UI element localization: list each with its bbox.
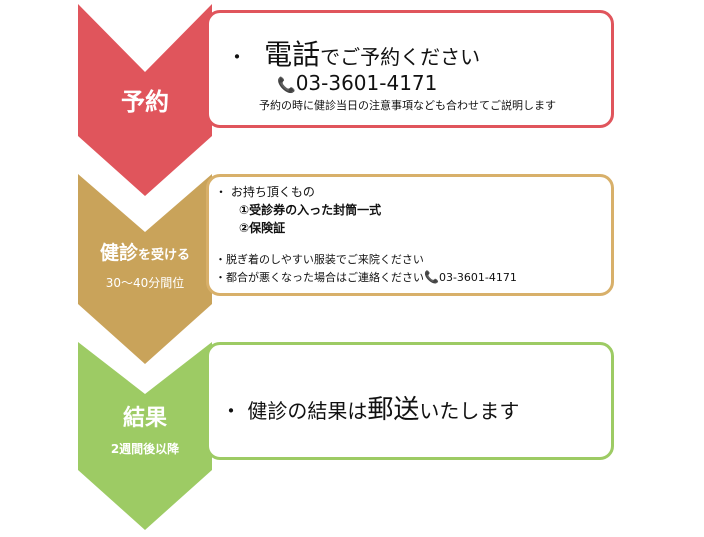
step-1-phone-number: 03-3601-4171: [295, 71, 438, 95]
step-2-chevron: 健診を受ける 30～40分間位: [78, 174, 212, 364]
telephone-icon: 📞: [277, 76, 296, 94]
step-3-text-suffix: いたします: [419, 399, 520, 423]
telephone-icon: 📞: [424, 270, 439, 284]
step-1-label: 予約: [121, 88, 169, 116]
step-2-items-title: ・ お持ち頂くもの: [215, 185, 315, 199]
step-3-text-big: 郵送: [367, 395, 420, 425]
step-1-title-big: 電話: [264, 38, 321, 71]
step-2-label-suffix: を受ける: [138, 248, 191, 263]
step-2-note-2-text: ・都合が悪くなった場合はご連絡ください: [215, 271, 424, 284]
step-1-title-small: でご予約ください: [320, 45, 481, 69]
step-3-duration: 2週間後以降: [110, 442, 180, 456]
step-2-duration: 30～40分間位: [105, 276, 185, 290]
step-2-item-1: ①受診券の入った封筒一式: [239, 203, 382, 217]
step-2-chevron-shape: [78, 174, 212, 364]
step-2-item-2: ②保険証: [239, 221, 286, 235]
step-1-bullet: ・: [227, 45, 247, 69]
step-3-text: ・ 健診の結果は郵送いたします: [221, 389, 519, 426]
step-3-label: 結果: [122, 406, 167, 431]
step-1-box: ・ 電話でご予約ください 📞03-3601-4171 予約の時に健診当日の注意事…: [206, 10, 614, 128]
step-2-label: 健診を受ける: [78, 242, 212, 265]
step-3-text-prefix: ・ 健診の結果は: [221, 399, 368, 423]
step-2-box: ・ お持ち頂くもの ①受診券の入った封筒一式 ②保険証 ・脱ぎ着のしやすい服装で…: [206, 174, 614, 296]
step-2-note-1: ・脱ぎ着のしやすい服装でご来院ください: [215, 253, 424, 266]
step-3-chevron-shape: [78, 342, 212, 530]
step-2-note-2: ・都合が悪くなった場合はご連絡ください📞03-3601-4171: [215, 269, 517, 285]
step-3-box: ・ 健診の結果は郵送いたします: [206, 342, 614, 460]
step-2-label-main: 健診: [99, 242, 138, 264]
step-1-chevron-shape: [78, 4, 212, 196]
step-1-chevron: 予約: [78, 4, 212, 196]
step-1-note: 予約の時に健診当日の注意事項なども合わせてご説明します: [259, 99, 556, 112]
step-1-title: ・ 電話でご予約ください: [227, 33, 480, 73]
step-3-chevron: 結果 2週間後以降: [78, 342, 212, 530]
step-1-phone: 📞03-3601-4171: [277, 71, 437, 95]
step-2-phone-number: 03-3601-4171: [438, 271, 517, 284]
